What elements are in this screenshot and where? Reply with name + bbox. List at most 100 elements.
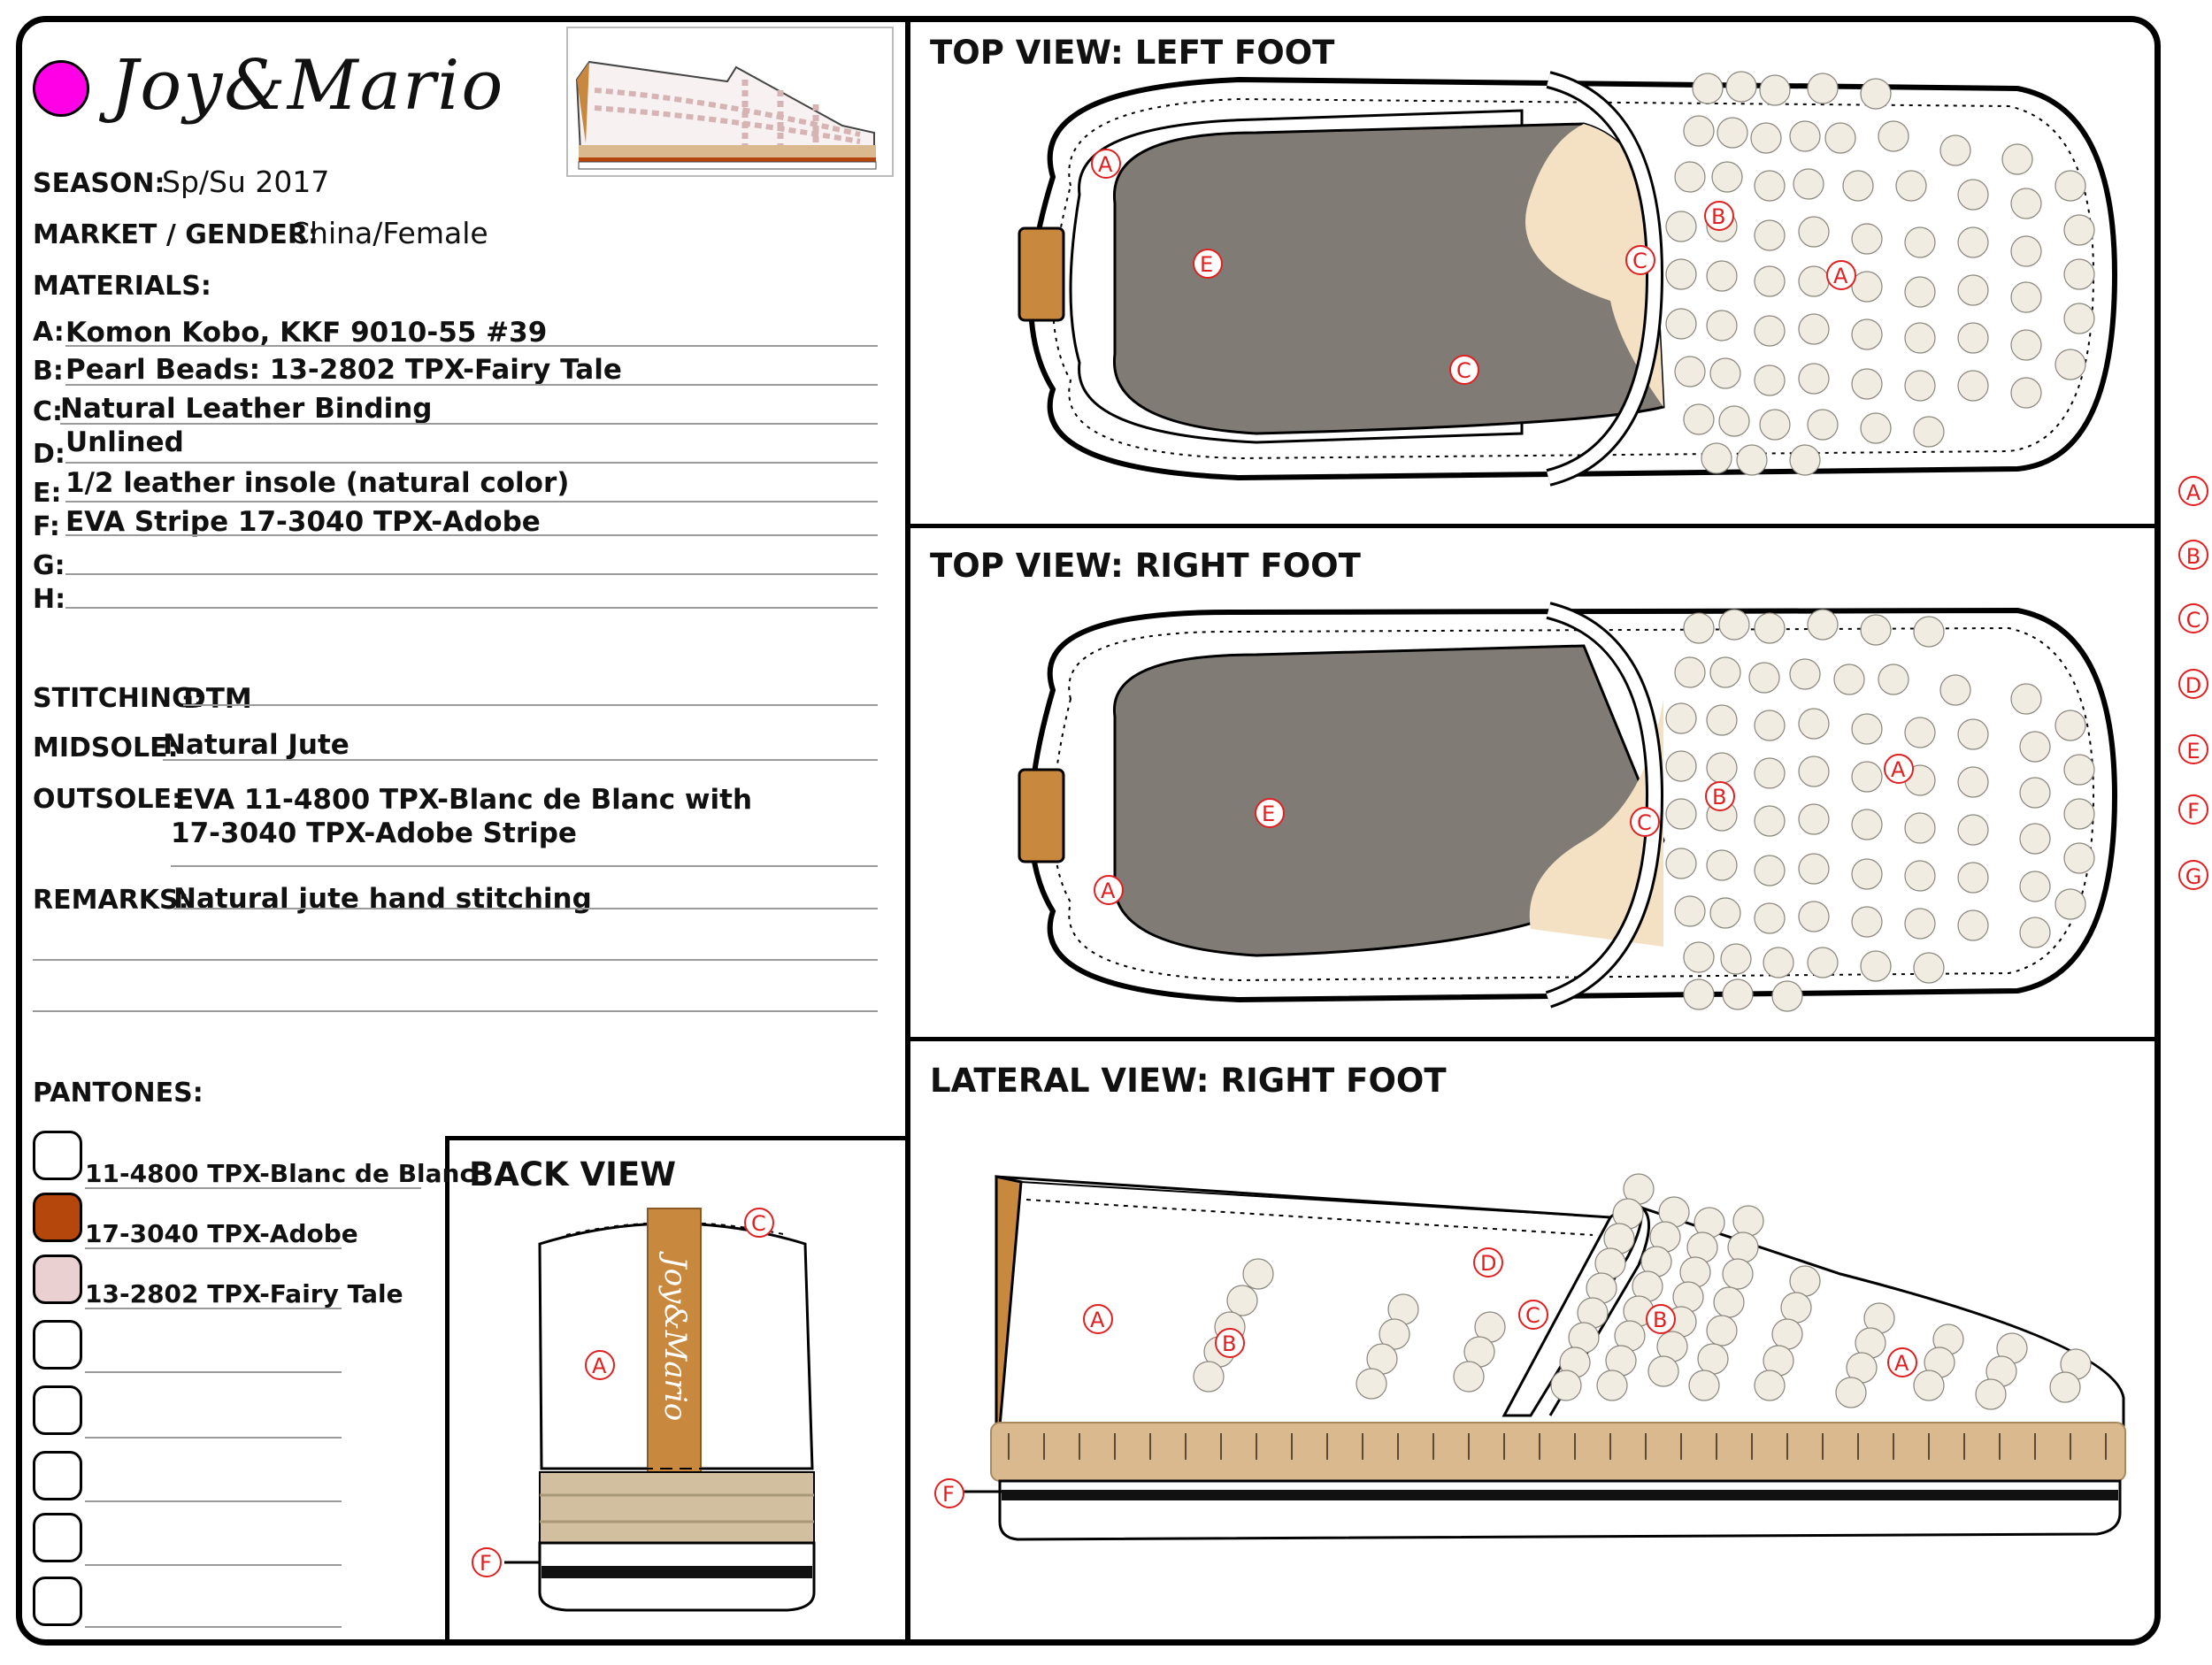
- remarks-rule: [33, 1010, 878, 1012]
- lateral-view-title: LATERAL VIEW: RIGHT FOOT: [930, 1062, 1447, 1100]
- pantone-rule: [85, 1437, 342, 1439]
- material-rule: [60, 423, 878, 425]
- legend-b: B: [2178, 540, 2208, 570]
- season-label: SEASON:: [33, 168, 165, 199]
- legend-a: A: [2178, 476, 2208, 506]
- pantone-name: 11-4800 TPX-Blanc de Blanc: [85, 1159, 475, 1188]
- legend-d: D: [2178, 669, 2208, 699]
- pantone-swatch-empty: [33, 1451, 82, 1500]
- svg-text:B: B: [1222, 1331, 1236, 1356]
- svg-text:D: D: [1480, 1251, 1496, 1276]
- pantones-label: PANTONES:: [33, 1078, 204, 1109]
- svg-text:A: A: [1891, 757, 1906, 782]
- material-value-d: Unlined: [65, 426, 184, 458]
- legend-f: F: [2178, 794, 2208, 825]
- stitching-rule: [183, 704, 878, 706]
- svg-text:F: F: [942, 1482, 955, 1507]
- svg-text:A: A: [1098, 152, 1113, 177]
- material-key-b: B:: [33, 356, 64, 387]
- lateral-view-drawing: A B D C B A F: [934, 1173, 2126, 1541]
- material-key-f: F:: [33, 511, 60, 542]
- pantone-name: 17-3040 TPX-Adobe: [85, 1219, 358, 1248]
- material-key-h: H:: [33, 584, 66, 615]
- material-value-c: Natural Leather Binding: [60, 393, 433, 425]
- midsole-label: MIDSOLE:: [33, 733, 179, 763]
- pantone-swatch: [33, 1193, 82, 1242]
- back-view-drawing: Joy&Mario CAF: [472, 1208, 816, 1612]
- svg-text:A: A: [592, 1354, 607, 1378]
- pantone-rule: [85, 1247, 342, 1249]
- material-value-e: 1/2 leather insole (natural color): [65, 467, 570, 499]
- material-value-b: Pearl Beads: 13-2802 TPX-Fairy Tale: [65, 354, 622, 386]
- material-key-g: G:: [33, 550, 65, 581]
- pantone-swatch-empty: [33, 1385, 82, 1435]
- pantone-rule: [85, 1371, 342, 1373]
- legend-c: C: [2178, 603, 2208, 633]
- svg-text:C: C: [1632, 249, 1647, 273]
- divider-main: [905, 18, 910, 1644]
- material-rule: [65, 534, 878, 536]
- pantone-rule: [85, 1308, 342, 1309]
- svg-text:B: B: [1653, 1308, 1667, 1332]
- material-key-d: D:: [33, 439, 65, 470]
- pantone-swatch: [33, 1131, 82, 1180]
- materials-label: MATERIALS:: [33, 271, 211, 302]
- material-rule: [65, 607, 878, 609]
- back-view-title: BACK VIEW: [469, 1155, 677, 1193]
- pantone-swatch-empty: [33, 1513, 82, 1562]
- stitching-value: DTM: [183, 683, 252, 715]
- svg-text:E: E: [1200, 252, 1213, 277]
- pantone-name: 13-2802 TPX-Fairy Tale: [85, 1279, 403, 1308]
- pantone-rule: [85, 1564, 342, 1566]
- material-rule: [65, 384, 878, 386]
- material-value-a: Komon Kobo, KKF 9010-55 #39: [65, 317, 548, 349]
- svg-text:B: B: [1711, 204, 1725, 229]
- svg-text:C: C: [751, 1211, 766, 1236]
- legend-e: E: [2178, 734, 2208, 764]
- divider-back-view-left: [445, 1136, 449, 1644]
- remarks-value: Natural jute hand stitching: [173, 883, 592, 915]
- stitching-label: STITCHING:: [33, 683, 204, 714]
- svg-text:C: C: [1525, 1303, 1540, 1328]
- product-thumbnail: [566, 27, 894, 177]
- divider-back-view: [445, 1136, 907, 1140]
- remarks-rule: [33, 959, 878, 961]
- pantone-rule: [85, 1500, 342, 1502]
- material-value-f: EVA Stripe 17-3040 TPX-Adobe: [65, 506, 541, 538]
- top-view-left-drawing: A E C C B A: [1018, 71, 2118, 487]
- svg-text:B: B: [1712, 785, 1726, 809]
- divider-top-views: [908, 524, 2159, 528]
- svg-text:A: A: [1090, 1308, 1105, 1332]
- svg-text:A: A: [1101, 879, 1116, 903]
- top-view-right-drawing: E C B A A: [1018, 602, 2118, 1012]
- outsole-rule: [171, 865, 878, 867]
- midsole-rule: [163, 759, 878, 761]
- legend-g: G: [2178, 860, 2208, 890]
- market-value: China/Female: [289, 216, 488, 250]
- material-rule: [65, 501, 878, 503]
- material-key-a: A:: [33, 317, 65, 348]
- outsole-value-line2: 17-3040 TPX-Adobe Stripe: [171, 817, 577, 849]
- material-rule: [65, 462, 878, 464]
- material-rule: [65, 573, 878, 575]
- spec-sheet-frame: [16, 16, 2161, 1646]
- remarks-rule: [173, 908, 878, 909]
- pantone-swatch: [33, 1255, 82, 1304]
- pantone-swatch-empty: [33, 1577, 82, 1626]
- remarks-label: REMARKS:: [33, 885, 189, 916]
- divider-top-lateral: [908, 1037, 2159, 1041]
- material-rule: [65, 345, 878, 347]
- svg-text:C: C: [1637, 810, 1652, 835]
- outsole-value-line1: EVA 11-4800 TPX-Blanc de Blanc with: [175, 784, 753, 816]
- season-value: Sp/Su 2017: [162, 165, 330, 199]
- pantone-rule: [85, 1626, 342, 1628]
- svg-text:A: A: [1894, 1351, 1909, 1376]
- svg-text:C: C: [1456, 358, 1471, 383]
- market-label: MARKET / GENDER:: [33, 219, 319, 250]
- brand-logo: Joy&Mario: [111, 46, 505, 126]
- midsole-value: Natural Jute: [163, 729, 349, 761]
- brand-dot: [33, 60, 89, 117]
- svg-text:E: E: [1262, 802, 1275, 826]
- svg-text:A: A: [1833, 264, 1848, 288]
- material-key-c: C:: [33, 396, 64, 427]
